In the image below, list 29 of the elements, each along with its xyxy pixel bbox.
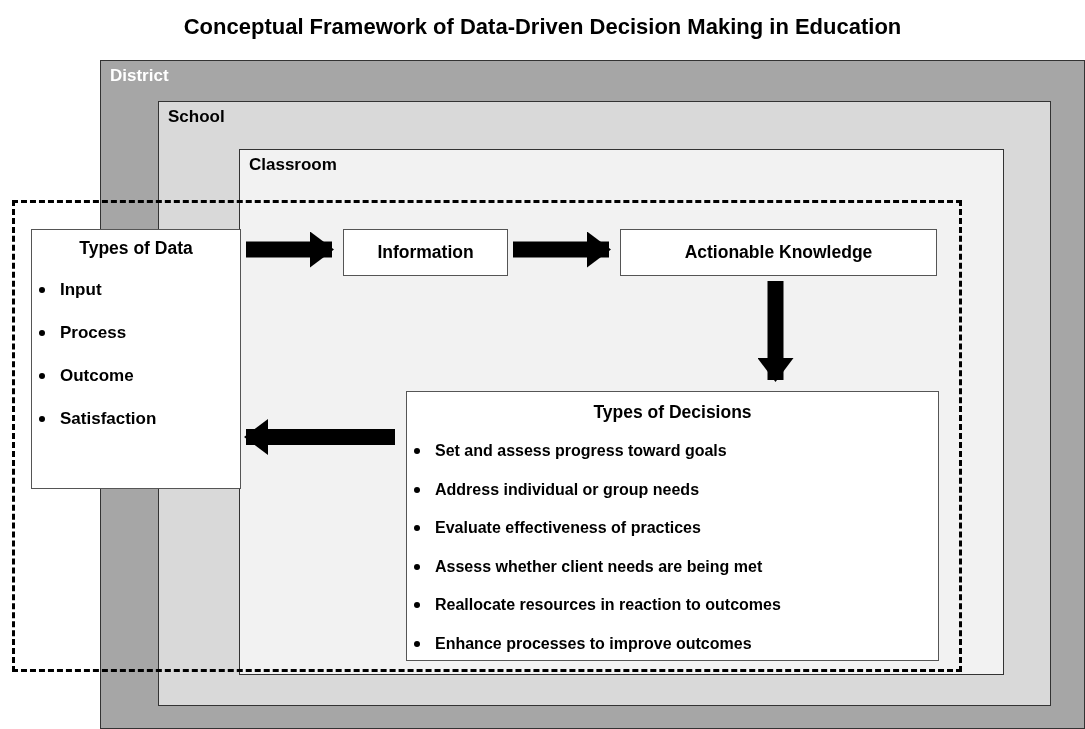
region-panel [158, 101, 1051, 706]
box-heading: Actionable Knowledge [683, 242, 874, 263]
list-item: Outcome [60, 366, 134, 385]
dashed-boundary [12, 200, 962, 672]
region-label: Classroom [249, 155, 337, 175]
list-item: Input [60, 280, 102, 299]
list-box [406, 391, 939, 661]
list-item: Process [60, 323, 127, 342]
list-item: Reallocate resources in reaction to outcomes [435, 596, 781, 613]
list-item: Assess whether client needs are being met [435, 557, 763, 575]
list-item: Address individual or group needs [435, 480, 700, 498]
block-arrow [757, 281, 794, 382]
list-item: Set and assess progress toward goals [435, 442, 727, 459]
list-box [31, 229, 241, 489]
region-label: School [168, 107, 225, 127]
region-label: District [110, 66, 169, 86]
process-box [343, 229, 508, 276]
region-panel [239, 149, 1004, 675]
box-heading: Types of Decisions [592, 402, 753, 423]
list-item: Enhance processes to improve outcomes [435, 634, 752, 652]
process-box [620, 229, 937, 276]
block-arrow [513, 231, 611, 268]
list-item: Evaluate effectiveness of practices [435, 519, 701, 536]
diagram-title: Conceptual Framework of Data-Driven Decision Making in Education [182, 14, 903, 40]
box-heading: Types of Data [78, 238, 194, 259]
box-heading: Information [376, 242, 475, 263]
block-arrow [246, 231, 334, 268]
list-item: Satisfaction [60, 409, 157, 428]
block-arrow [244, 419, 395, 455]
